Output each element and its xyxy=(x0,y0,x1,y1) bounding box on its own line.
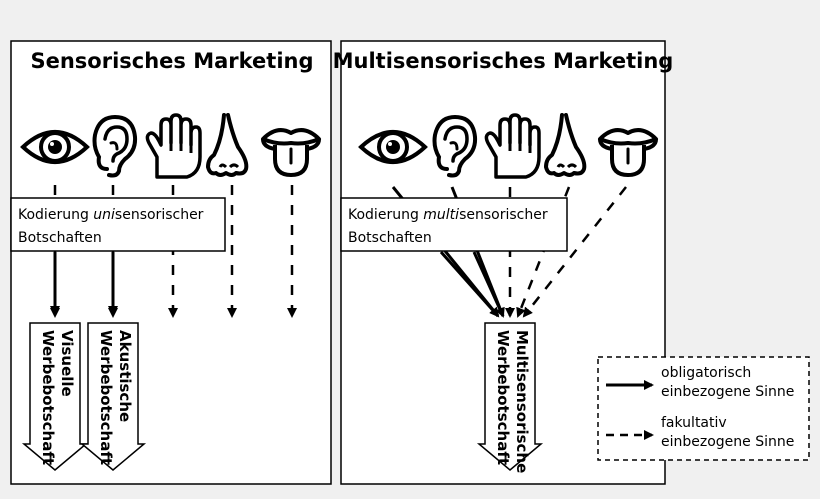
right-coding-box xyxy=(340,197,568,252)
right-output-multisensory: Multisensorische Werbebotschaft xyxy=(476,322,544,473)
output-multi-line2: Werbebotschaft xyxy=(494,330,512,465)
output-acoustic-line2: Werbebotschaft xyxy=(97,330,115,465)
output-acoustic-line1: Akustische xyxy=(116,330,134,422)
right-coding-text: Kodierung multisensorischer xyxy=(348,207,548,223)
legend: obligatorisch einbezogene Sinne fakultat… xyxy=(597,356,810,461)
output-visual-line2: Werbebotschaft xyxy=(39,330,57,465)
left-output-acoustic: Akustische Werbebotschaft xyxy=(79,322,147,471)
legend-dashed-line1: fakultativ xyxy=(661,415,727,431)
left-output-visual: Visuelle Werbebotschaft xyxy=(21,322,89,471)
right-coding-text-line2: Botschaften xyxy=(348,230,432,246)
output-multi-line1: Multisensorische xyxy=(513,330,531,473)
left-coding-text-line2: Botschaften xyxy=(18,230,102,246)
legend-solid-line2: einbezogene Sinne xyxy=(661,384,794,400)
legend-solid-line1: obligatorisch xyxy=(661,365,751,381)
legend-dashed-line2: einbezogene Sinne xyxy=(661,434,794,450)
left-coding-box xyxy=(10,197,226,252)
dashed-arrow-tongue-right xyxy=(522,186,627,318)
left-coding-text: Kodierung unisensorischer xyxy=(18,207,204,223)
right-panel-title: Multisensorisches Marketing xyxy=(333,49,674,73)
output-visual-line1: Visuelle xyxy=(58,330,76,397)
left-panel-title: Sensorisches Marketing xyxy=(30,49,313,73)
